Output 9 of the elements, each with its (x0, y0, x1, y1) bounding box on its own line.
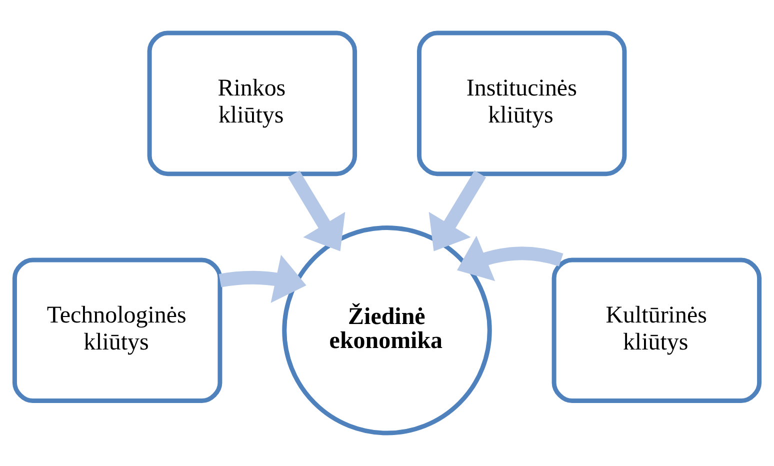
node-box: Institucinės kliūtys (416, 30, 627, 176)
arrow (218, 254, 306, 303)
node-circle: Žiedinė ekonomika (282, 226, 492, 436)
node-box: Kultūrinės kliūtys (552, 258, 762, 404)
arrow (456, 236, 564, 282)
arrow (428, 170, 486, 252)
node-box: Technologinės kliūtys (12, 258, 222, 404)
node-box: Rinkos kliūtys (147, 30, 358, 176)
arrow (288, 170, 346, 252)
